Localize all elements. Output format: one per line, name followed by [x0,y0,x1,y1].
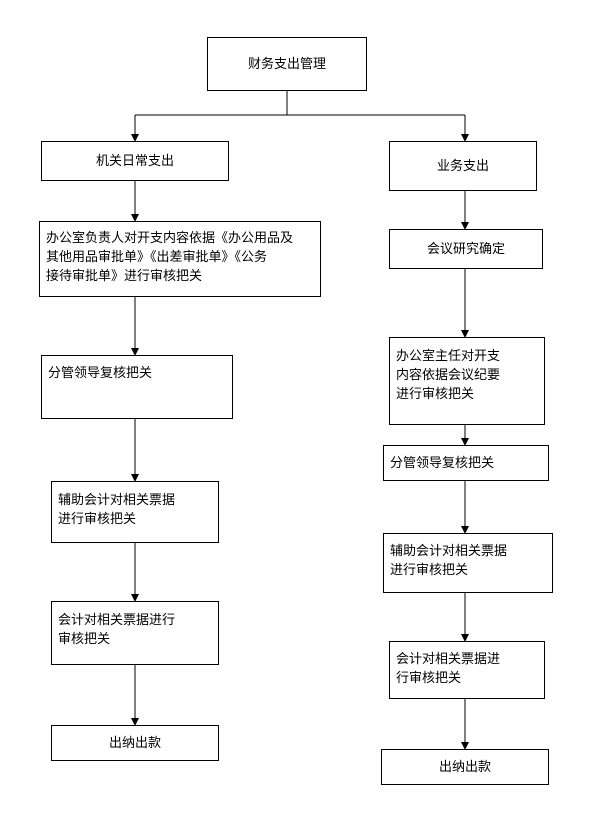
right-step-2-node: 办公室主任对开支 内容依据会议纪要 进行审核把关 [389,337,545,425]
left-step-1-node: 办公室负责人对开支内容依据《办公用品及 其他用品审批单》《出差审批单》《公务 接… [39,221,321,297]
right-step-5-node: 会计对相关票据进 行审核把关 [389,641,545,699]
left-step-2-node: 分管领导复核把关 [41,355,233,419]
left-title-node: 机关日常支出 [41,141,229,181]
right-step-4-node: 辅助会计对相关票据 进行审核把关 [383,533,553,593]
left-step-5-node: 出纳出款 [51,725,219,761]
root-node: 财务支出管理 [207,37,367,91]
left-step-4-node: 会计对相关票据进行 审核把关 [51,601,219,665]
right-step-1-node: 会议研究确定 [389,229,543,269]
right-step-6-node: 出纳出款 [381,749,549,785]
left-step-3-node: 辅助会计对相关票据 进行审核把关 [51,481,219,543]
right-title-node: 业务支出 [389,141,537,191]
right-step-3-node: 分管领导复核把关 [383,445,549,481]
